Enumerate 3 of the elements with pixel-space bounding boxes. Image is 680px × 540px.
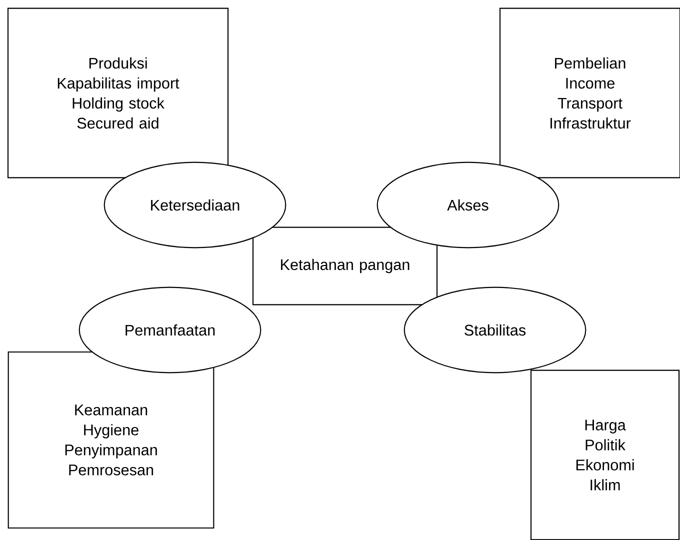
center-box: Ketahanan pangan xyxy=(252,226,438,306)
text-box: Pembelian Income Transport Infrastruktur xyxy=(499,8,680,178)
text-box: Harga Politik Ekonomi Iklim xyxy=(530,370,680,540)
